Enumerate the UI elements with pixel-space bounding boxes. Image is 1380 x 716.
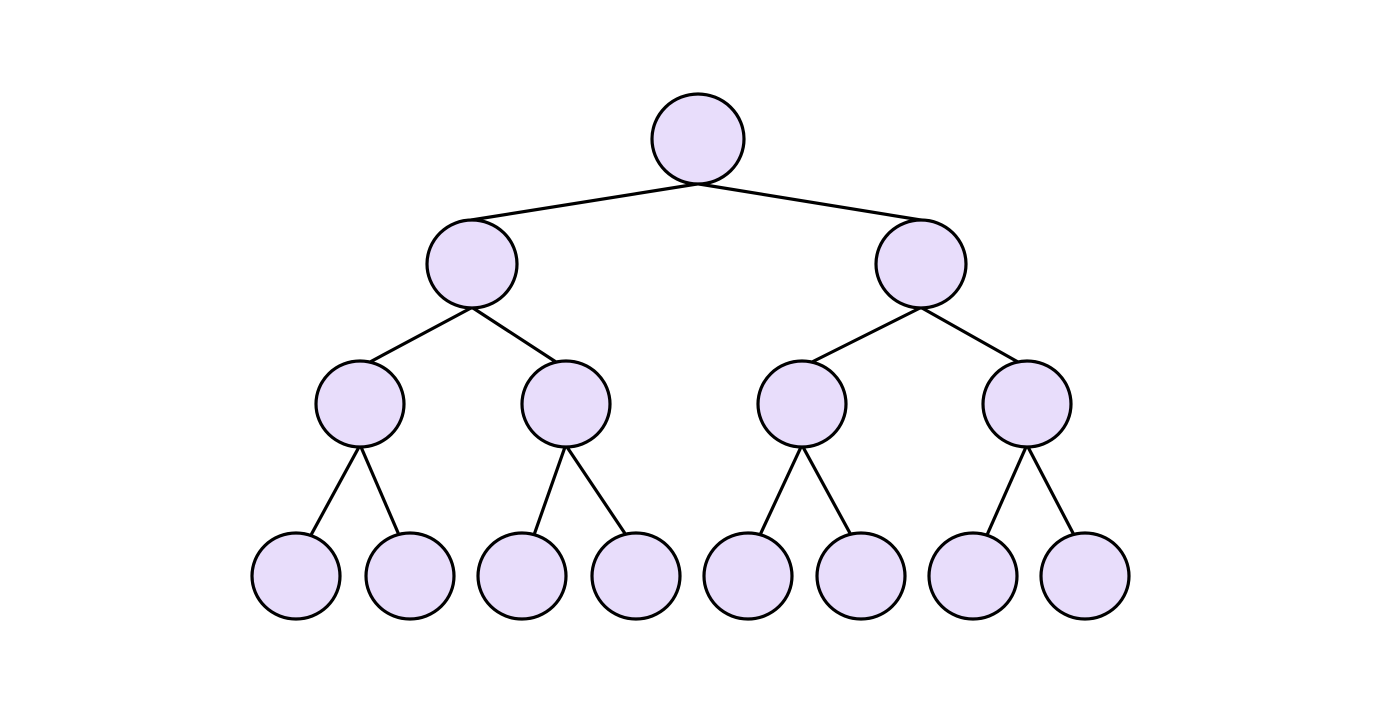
tree-node[interactable] — [425, 218, 519, 310]
tree-edge — [921, 306, 1019, 364]
tree-node[interactable] — [815, 531, 907, 621]
node-layer — [250, 92, 1131, 621]
tree-edge — [698, 182, 928, 223]
tree-edge — [1026, 446, 1076, 536]
tree-edge — [758, 446, 803, 536]
tree-node[interactable] — [874, 218, 968, 310]
tree-node[interactable] — [927, 531, 1019, 621]
tree-node[interactable] — [756, 359, 848, 449]
tree-edge — [532, 446, 567, 536]
tree-node[interactable] — [520, 359, 612, 449]
tree-edge — [565, 446, 628, 536]
tree-edge — [369, 306, 472, 364]
tree-edge — [359, 446, 401, 536]
tree-node[interactable] — [981, 359, 1073, 449]
tree-node[interactable] — [1039, 531, 1131, 621]
tree-node[interactable] — [364, 531, 456, 621]
tree-edge — [811, 306, 921, 364]
tree-node[interactable] — [314, 359, 406, 449]
tree-edge — [309, 446, 361, 536]
tree-edge — [985, 446, 1028, 536]
tree-node[interactable] — [650, 92, 746, 186]
edge-layer — [309, 182, 1076, 536]
tree-edge — [464, 182, 698, 223]
tree-edge — [472, 306, 557, 364]
tree-node[interactable] — [590, 531, 682, 621]
tree-node[interactable] — [250, 531, 342, 621]
tree-node[interactable] — [702, 531, 794, 621]
tree-node[interactable] — [476, 531, 568, 621]
tree-edge — [801, 446, 853, 536]
